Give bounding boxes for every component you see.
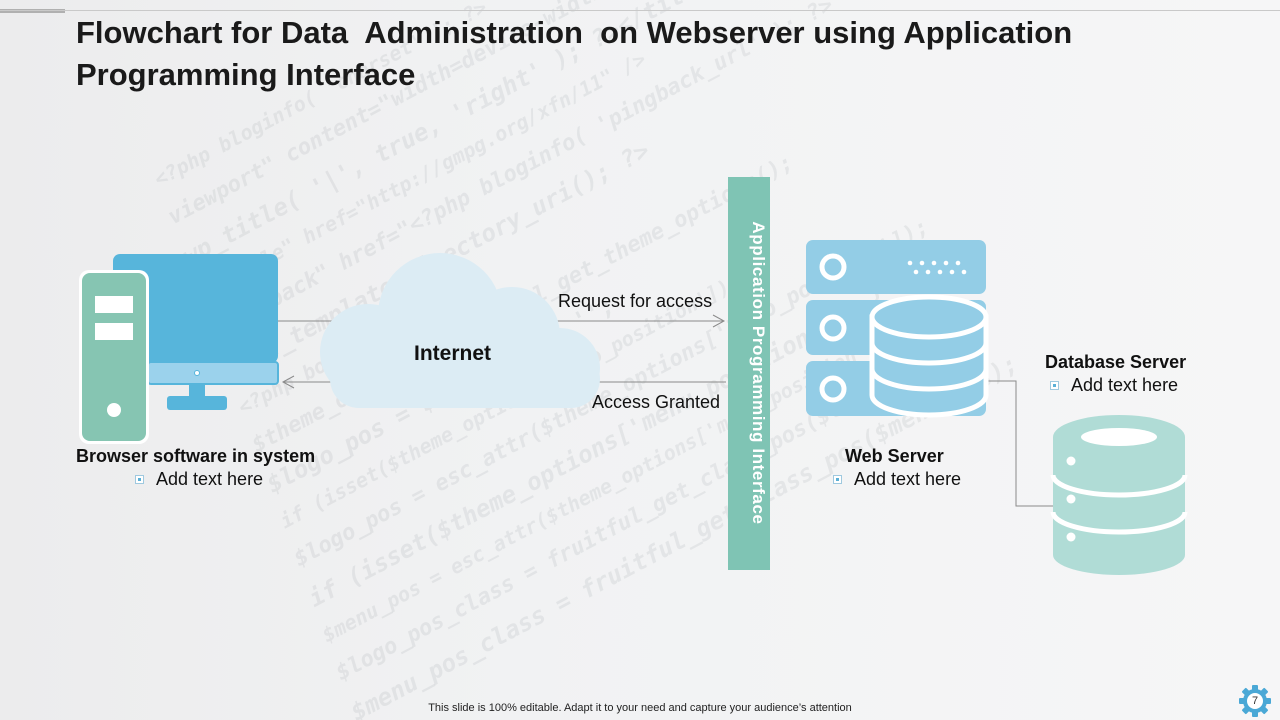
desktop-computer-icon xyxy=(79,254,279,444)
slide-title: Flowchart for Data Administration on Web… xyxy=(76,15,1081,92)
web-server-text: Add text here xyxy=(854,469,962,489)
web-server-icon xyxy=(806,240,989,418)
top-accent-bar xyxy=(0,9,65,13)
browser-text: Add text here xyxy=(156,469,264,489)
top-rule xyxy=(0,10,1280,11)
server-to-database-line xyxy=(987,380,1054,507)
browser-title: Browser software in system xyxy=(76,446,316,466)
bullet-icon xyxy=(833,475,842,484)
browser-text-row: Add text here xyxy=(135,469,263,490)
web-server-title: Web Server xyxy=(845,446,944,466)
request-arrowhead xyxy=(712,314,726,328)
database-icon xyxy=(1050,415,1188,575)
granted-label: Access Granted xyxy=(592,392,721,412)
database-server-text-row: Add text here xyxy=(1050,375,1178,396)
api-bar-label: Application Programming Interface xyxy=(749,221,768,525)
api-bar: Application Programming Interface xyxy=(728,177,770,570)
page-number: 7 xyxy=(1251,695,1259,707)
gear-icon xyxy=(1239,685,1271,717)
granted-arrowhead xyxy=(281,375,295,389)
cloud-label: Internet xyxy=(414,342,492,365)
cloud-icon xyxy=(320,253,600,408)
request-label: Request for access xyxy=(558,291,713,311)
database-server-title: Database Server xyxy=(1045,352,1187,372)
database-server-text: Add text here xyxy=(1071,375,1179,395)
web-server-text-row: Add text here xyxy=(833,469,961,490)
bullet-icon xyxy=(135,475,144,484)
bullet-icon xyxy=(1050,381,1059,390)
footer-note: This slide is 100% editable. Adapt it to… xyxy=(428,702,852,714)
